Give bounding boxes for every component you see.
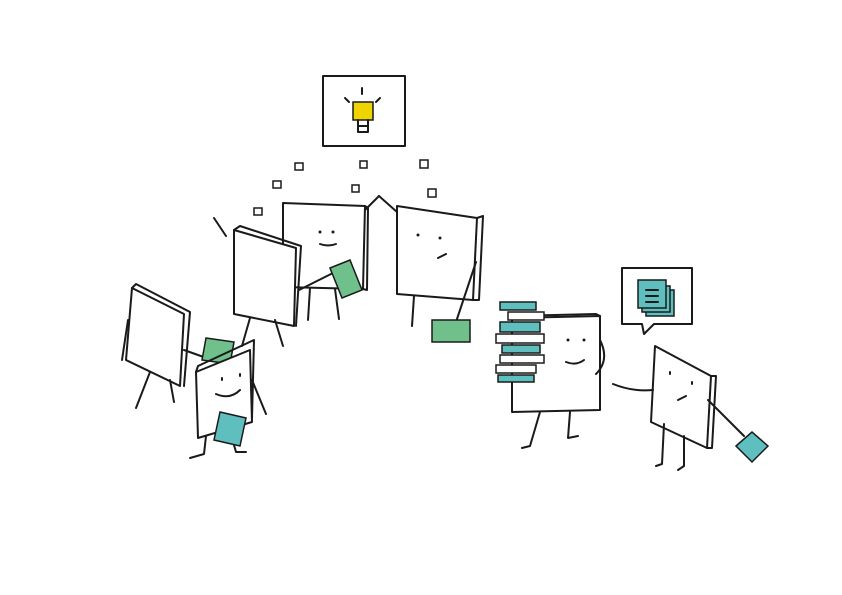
document-icon [637, 279, 675, 317]
lightbulb-icon [344, 87, 381, 133]
character-high-five-right [378, 195, 484, 343]
book-stack [495, 301, 545, 383]
character-speaker [612, 345, 770, 471]
lightbulb-idea-box [322, 75, 406, 147]
speech-bubble [621, 267, 693, 335]
character-back-left [213, 217, 302, 347]
character-far-left [121, 283, 235, 409]
character-book-carrier [495, 301, 606, 449]
floating-ideas [253, 159, 437, 216]
character-front-left [189, 339, 267, 459]
